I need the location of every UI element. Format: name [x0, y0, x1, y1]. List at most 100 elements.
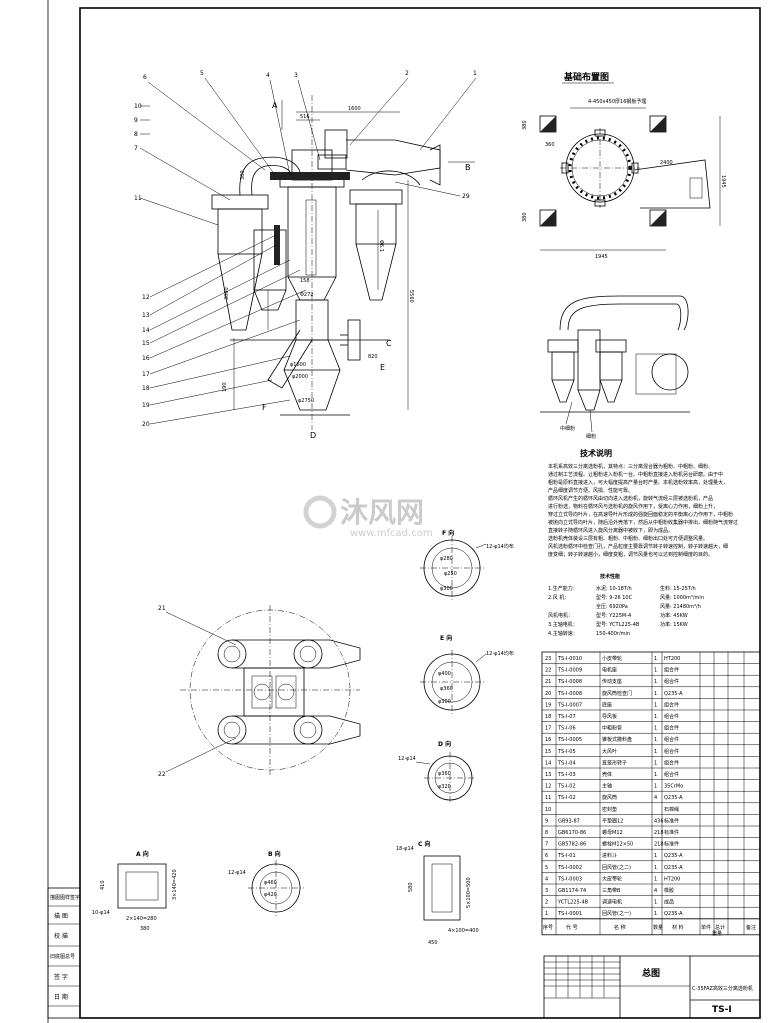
bom-name: 导风板 [602, 713, 617, 720]
bom-no: 12 [545, 784, 551, 790]
plan-note: 4-450x450厚16钢板予埋 [588, 98, 646, 105]
bom-code: TS-Ⅰ-0007 [557, 702, 582, 708]
part-12: 12 [142, 294, 150, 301]
bom-no: 13 [545, 772, 551, 778]
bom-material: 组合件 [664, 759, 679, 766]
bom-code: TS-Ⅰ-0010 [557, 656, 582, 662]
tech-line-4: 循环风机产生的循环风由切向进入选粉机，旋转气流经三层被选粉机，产品 [548, 495, 713, 502]
bom-no: 20 [545, 691, 551, 697]
part-18: 18 [142, 385, 150, 392]
tech-line-10: 风机选粉循环中检查门孔，产品粒度主要靠调节转子转速控制，转子转速越大，细 [548, 543, 728, 550]
bom-header-name: 名 称 [614, 924, 626, 931]
param-0-k: 1.生产能力： [548, 585, 578, 592]
bom-code: GB93-87 [558, 818, 580, 824]
drawing-name: 总图 [642, 967, 660, 979]
part-10: 10 [134, 103, 142, 110]
stamp-0: 描图图样签字 [50, 894, 80, 901]
stamp-4: 签 字 [54, 973, 68, 981]
bom-header-code: 代 号 [566, 924, 578, 931]
part-2: 2 [405, 70, 409, 77]
part-9: 9 [134, 117, 138, 124]
param-1-v2: 风量: 1000m³/min [660, 594, 704, 601]
tech-title: 技术说明 [580, 448, 612, 458]
bom-code: TS-Ⅰ-01 [557, 853, 576, 859]
tech-line-0: 本机系高效三分离选粉机，其特点：三分离混合器为粗粉、中粗粉、细粉、 [548, 463, 713, 470]
bom-code: TS-Ⅰ-03 [557, 772, 576, 778]
bom-no: 22 [545, 668, 551, 674]
bom-name: 中粗粉管 [602, 725, 622, 732]
param-0-v2: 生料: 15-25T/h [660, 585, 696, 592]
bom-code: TS-Ⅰ-0008 [557, 679, 582, 685]
foundation-plan: 基础布置图 4-450x450厚16钢板予埋 1945 1945 380 380… [522, 71, 726, 260]
bom-no: 3 [545, 888, 548, 894]
bom-qty: 1 [654, 876, 657, 882]
param-2-v2: 风量: 21480m³/h [660, 603, 701, 610]
bom-no: 7 [545, 842, 548, 848]
bom-qty: 1 [654, 900, 657, 906]
part-8: 8 [134, 131, 138, 138]
param-0-v: 水泥: 10-18T/h [596, 585, 632, 592]
bom-qty: 1 [654, 726, 657, 732]
view-E-d2: φ360 [440, 686, 453, 692]
bom-qty: 1 [654, 656, 657, 662]
dim-820: 820 [368, 354, 378, 360]
bom-code: GB6170-86 [558, 830, 586, 836]
stamp-2: 校 描 [54, 932, 68, 940]
bom-no: 4 [545, 876, 548, 882]
bom-material: 组合件 [664, 701, 679, 708]
bom-qty: 1 [654, 772, 657, 778]
bom-name: 大风叶 [602, 748, 617, 755]
dim-3060: 3060 [224, 287, 230, 300]
bom-no: 14 [545, 760, 551, 766]
plan-dim-360: 360 [545, 142, 555, 148]
bom-material: 组合件 [664, 771, 679, 778]
param-3-v: 型号: Y225M-4 [596, 612, 631, 619]
bom-material: 标准件 [664, 829, 679, 836]
view-D-note: 12-φ14 [398, 756, 416, 762]
bom-material: HT200 [664, 876, 680, 882]
part-17: 17 [142, 371, 150, 378]
param-5-k: 4.主轴转速： [548, 630, 578, 637]
bom-no: 2 [545, 900, 548, 906]
bom-material: Q235-A [664, 911, 683, 917]
bom-no: 23 [545, 656, 551, 662]
bom-no: 9 [545, 818, 548, 824]
view-D-d2: φ320 [438, 784, 451, 790]
view-F-d1: φ280 [440, 556, 453, 562]
bom-qty: 1 [654, 749, 657, 755]
bom-code: TS-Ⅰ-02 [557, 795, 576, 801]
param-4-v: 型号: YCTL225-4B [596, 621, 640, 628]
tech-line-7: 被抛向立式导向叶片，随后沿外壳落下，然后从中粗粉收集器中排出，细粉随气流穿过 [548, 519, 738, 526]
bom-name: 螺栓M12×50 [602, 841, 633, 848]
dim-380: 380 [240, 170, 246, 180]
section-F: F [262, 403, 267, 412]
view-C-note: 18-φ14 [396, 846, 414, 852]
view-B: B 向 12-φ14 φ460 φ420 [228, 850, 304, 916]
bom-qty: 1 [654, 737, 657, 743]
bom-material: 组合件 [664, 725, 679, 732]
view-C: C 向 18-φ14 5×100=500 4×100=400 450 580 [396, 840, 479, 946]
view-A-note: 10-φ14 [92, 910, 110, 916]
param-1-v: 型号: 9-26 10C [596, 594, 633, 601]
tech-line-3: 产品细度调节方便。风损、性能可靠。 [548, 487, 633, 494]
main-elevation-view: 1600 516 5560 Φ6.1 3060 190 158 Φ272 φ16… [134, 70, 477, 440]
bom-header-w1: 单件 [701, 924, 711, 931]
view-C-d1: 5×100=500 [466, 877, 472, 908]
view-E-d1: φ400 [438, 671, 451, 677]
bom-name: 旋风筒检查门 [602, 690, 632, 697]
bom-name: 小皮带轮 [602, 655, 622, 662]
part-22: 22 [158, 771, 166, 778]
bom-name: 传动支座 [602, 678, 622, 685]
bom-name: 平垫圈12 [602, 817, 623, 824]
bom-code: TS-Ⅰ-0009 [557, 668, 582, 674]
bom-no: 15 [545, 749, 551, 755]
view-F-title: F 向 [442, 529, 454, 537]
bom-material: Q235-A [664, 865, 683, 871]
param-5-v: 150-400r/min [596, 631, 630, 637]
left-stamp-table: 描图图样签字 描 图 校 描 旧底图总号 签 字 日 期 [47, 887, 81, 1019]
watermark: 沐风网 www.mfcad.com [303, 495, 433, 539]
bom-no: 1 [545, 911, 548, 917]
dim-1600c: φ1600 [290, 362, 306, 368]
bom-qty: 4 [654, 888, 657, 894]
